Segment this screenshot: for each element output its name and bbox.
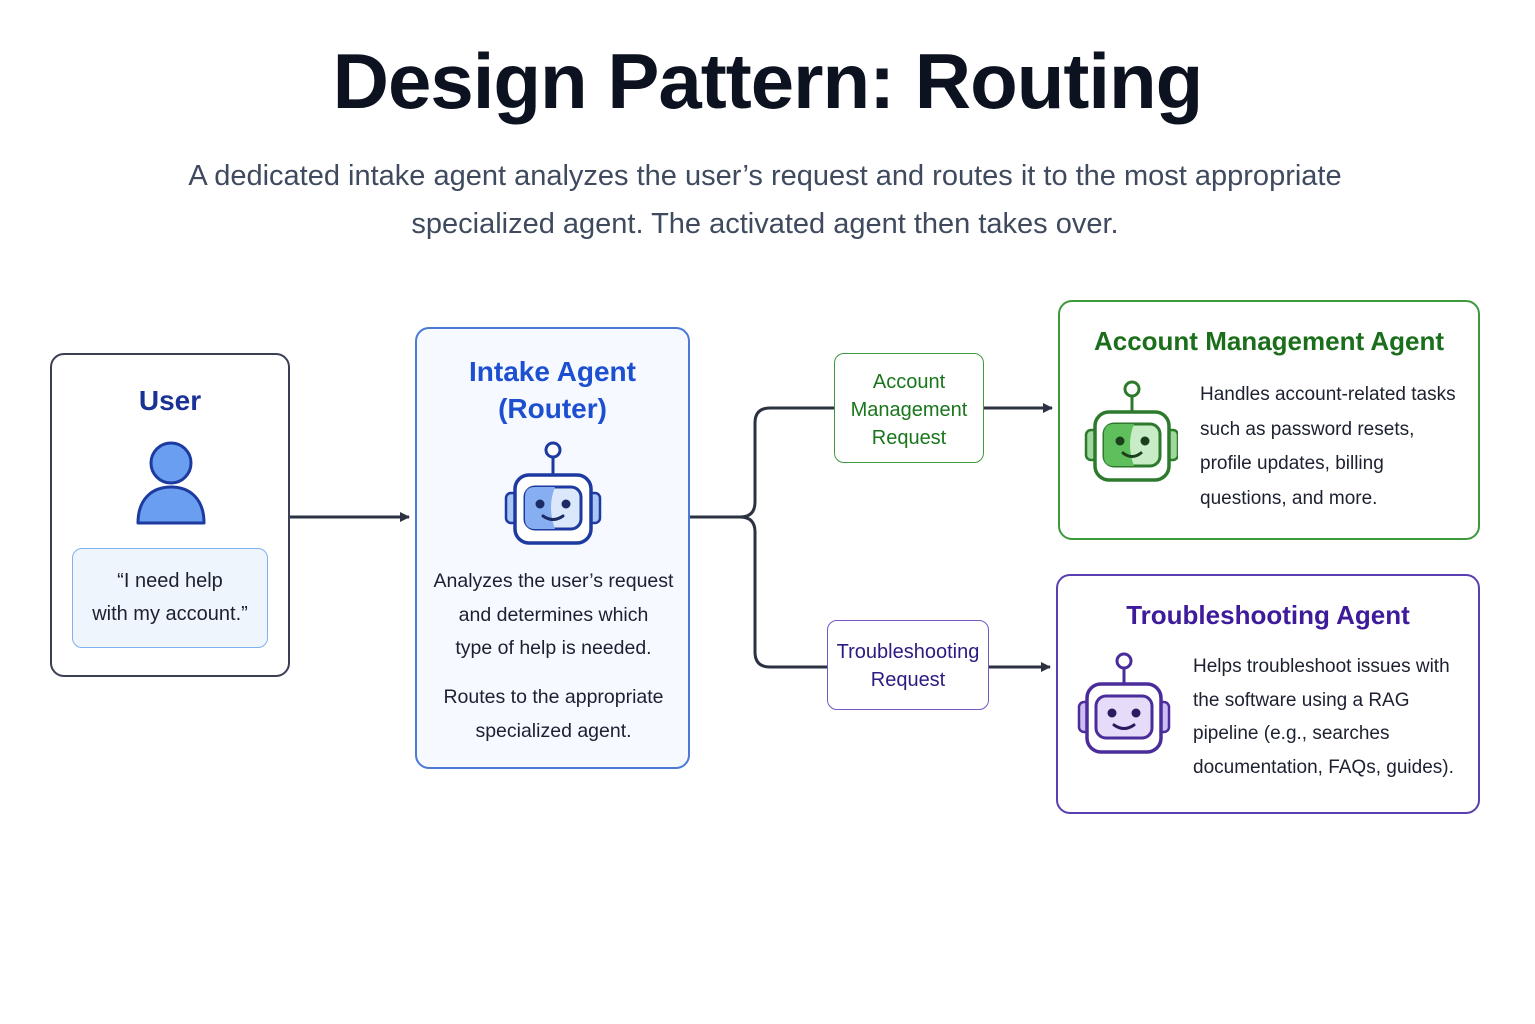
robot-icon [1084,380,1178,482]
intake-agent-node: Intake Agent (Router) Analyzes the user’… [415,327,690,769]
page-subtitle: A dedicated intake agent analyzes the us… [170,152,1360,248]
user-node: User “I need help with my account.” [50,353,290,677]
intake-desc-line: and determines which [458,603,649,626]
request-line: Request [871,427,947,449]
intake-routing-note: Routes to the appropriate specialized ag… [427,681,680,748]
intake-desc-line: type of help is needed. [455,637,652,659]
intake-route-line: specialized agent. [475,719,632,742]
page-title: Design Pattern: Routing [332,37,1204,125]
troubleshooting-agent-node: Troubleshooting Agent Helps troubleshoot… [1056,574,1480,814]
person-icon [136,441,206,525]
intake-title: Intake Agent (Router) [417,353,688,427]
account-agent-description: Handles account-related tasks such as pa… [1200,378,1470,516]
request-line: Troubleshooting [836,641,980,663]
request-line: Account [872,371,946,393]
troubleshooting-request-label: Troubleshooting Request [827,620,989,710]
account-desc-line: profile updates, billing [1200,453,1384,474]
user-request-quote: “I need help with my account.” [72,548,268,648]
branch-to-trouble-request [739,515,827,669]
troubleshooting-agent-description: Helps troubleshoot issues with the softw… [1193,650,1473,784]
intake-desc-line: Analyzes the user’s request [433,570,674,592]
request-line: Request [870,669,946,691]
account-desc-line: questions, and more. [1200,487,1378,509]
subtitle-line: specialized agent. The activated agent t… [411,208,1119,240]
account-desc-line: such as password resets, [1200,418,1415,440]
user-title: User [138,385,202,416]
trouble-desc-line: the software using a RAG [1193,689,1410,711]
trouble-desc-line: Helps troubleshoot issues with [1193,656,1450,677]
account-desc-line: Handles account-related tasks [1200,384,1456,405]
trouble-desc-line: pipeline (e.g., searches [1193,723,1390,744]
intake-route-line: Routes to the appropriate [443,686,664,708]
account-request-label: Account Management Request [834,353,984,463]
trouble-desc-line: documentation, FAQs, guides). [1193,756,1454,778]
intake-description: Analyzes the user’s request and determin… [427,565,680,666]
troubleshooting-agent-title: Troubleshooting Agent [1126,600,1410,630]
subtitle-line: A dedicated intake agent analyzes the us… [188,160,1342,192]
robot-icon [504,441,602,545]
intake-title-line: Intake Agent [469,356,636,387]
quote-line: “I need help [117,570,223,592]
intake-title-line: (Router) [498,393,607,424]
quote-line: with my account.” [92,603,248,625]
account-agent-title: Account Management Agent [1093,326,1445,356]
request-line: Management [850,399,968,421]
branch-to-account-request [690,406,834,519]
account-management-agent-node: Account Management Agent Handles account… [1058,300,1480,540]
robot-icon [1077,652,1171,754]
